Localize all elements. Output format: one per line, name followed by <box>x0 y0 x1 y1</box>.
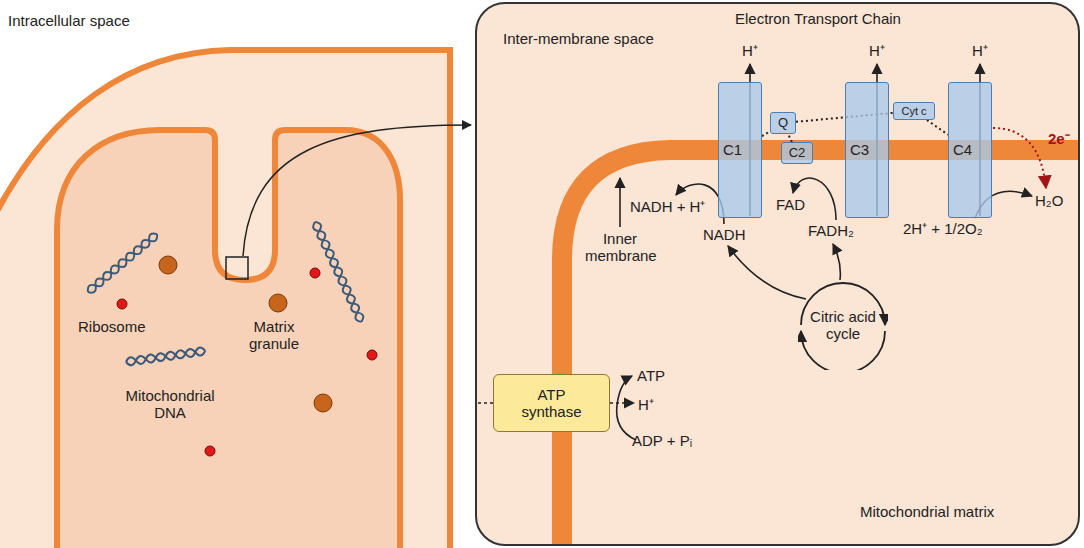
ion-label: H⁺ <box>869 42 885 59</box>
zoom-box <box>226 257 248 279</box>
leader-line <box>619 178 621 227</box>
part-label: Matrix granule <box>243 318 305 352</box>
cycle-arrow <box>833 244 840 280</box>
atp-arrow <box>617 376 636 440</box>
outer-membrane <box>0 50 450 548</box>
molecule-label: 2H⁺ + 1/2O₂ <box>903 220 983 237</box>
ion-label: H⁺ <box>638 396 654 413</box>
etc-panel: Electron Transport ChainC1 QC2 C3 Cyt c C4Ci… <box>475 2 1080 546</box>
ion-label: H⁺ <box>742 42 758 59</box>
electron-path <box>927 120 948 135</box>
node-label: C4 <box>953 141 972 158</box>
complex-box: C2 <box>781 142 813 164</box>
node-label: C2 <box>789 146 806 161</box>
electron-path <box>762 131 770 136</box>
node-label: Cyt c <box>901 105 926 118</box>
node-label: C3 <box>850 141 869 158</box>
molecule-label: NADH <box>703 226 746 243</box>
molecule-label: ATP <box>637 367 665 384</box>
quinone-box: Q <box>770 112 796 134</box>
cycle-circle: Citric acid cycle <box>798 280 888 370</box>
ribosome <box>117 268 377 456</box>
complex-box: C4 <box>948 82 992 218</box>
ion-label: H⁺ <box>972 42 988 59</box>
part-label: Mitochondrial DNA <box>120 387 220 421</box>
region-label: Intracellular space <box>8 12 130 29</box>
dna-helix <box>85 220 365 366</box>
inner-membrane <box>57 130 400 548</box>
complex-box: C3 <box>845 82 889 218</box>
molecule-label: FAD <box>776 196 805 213</box>
region-label: Mitochondrial matrix <box>860 503 994 520</box>
atp-synthase-box: ATP synthase <box>493 374 610 432</box>
part-label: Inner membrane <box>585 230 655 264</box>
complex-box: C1 <box>718 82 762 218</box>
panel-heading: Electron Transport Chain <box>735 10 901 27</box>
electron-arrow <box>993 128 1046 188</box>
node-label: Q <box>778 116 788 131</box>
electron-label: 2e⁻ <box>1048 130 1070 147</box>
cycle-arrow <box>728 246 806 299</box>
node-label: Citric acid cycle <box>804 308 882 343</box>
molecule-label: FADH₂ <box>808 222 854 239</box>
zoom-arrow <box>243 125 471 256</box>
part-label: Ribosome <box>78 318 146 335</box>
region-label: Inter-membrane space <box>503 30 654 47</box>
node-label: ATP synthase <box>512 386 592 421</box>
electron-path <box>788 134 792 142</box>
inner-membrane-band <box>562 150 1079 545</box>
node-label: C1 <box>723 141 742 158</box>
molecule-label: NADH + H⁺ <box>630 198 705 215</box>
molecule-label: H₂O <box>1035 192 1063 209</box>
cytochrome-box: Cyt c <box>893 102 935 120</box>
molecule-label: ADP + Pᵢ <box>632 432 692 449</box>
